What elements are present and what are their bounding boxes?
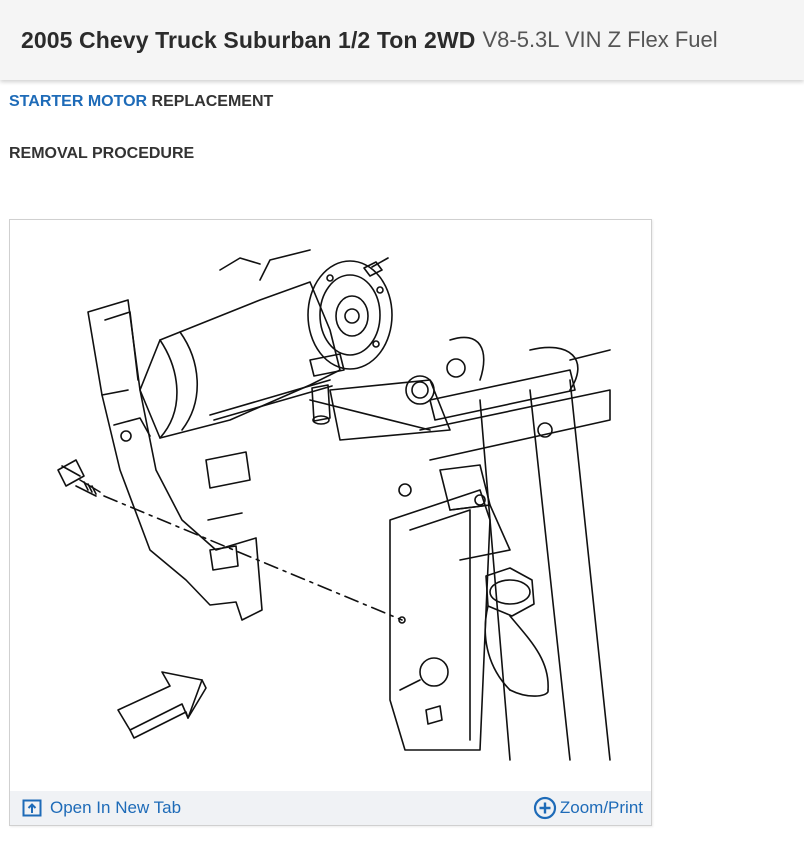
open-new-tab-icon [22, 799, 42, 817]
page-header: 2005 Chevy Truck Suburban 1/2 Ton 2WD V8… [0, 0, 804, 80]
vehicle-title: 2005 Chevy Truck Suburban 1/2 Ton 2WD [21, 26, 476, 53]
procedure-title: REMOVAL PROCEDURE [9, 145, 195, 162]
figure-toolbar: Open In New Tab Zoom/Print [10, 791, 651, 825]
zoom-print-label: Zoom/Print [559, 798, 643, 817]
diagram-figure: Open In New Tab Zoom/Print [9, 219, 652, 826]
zoom-print-button[interactable]: Zoom/Print [533, 796, 643, 820]
open-new-tab-label: Open In New Tab [50, 798, 182, 817]
open-new-tab-button[interactable]: Open In New Tab [22, 798, 181, 818]
starter-motor-illustration[interactable] [10, 220, 651, 792]
engine-subtitle: V8-5.3L VIN Z Flex Fuel [482, 27, 718, 52]
starter-motor-link[interactable]: STARTER MOTOR [9, 93, 148, 110]
section-heading-rest: REPLACEMENT [147, 93, 274, 110]
zoom-plus-icon [533, 796, 557, 820]
section-heading: STARTER MOTOR REPLACEMENT [9, 93, 273, 111]
